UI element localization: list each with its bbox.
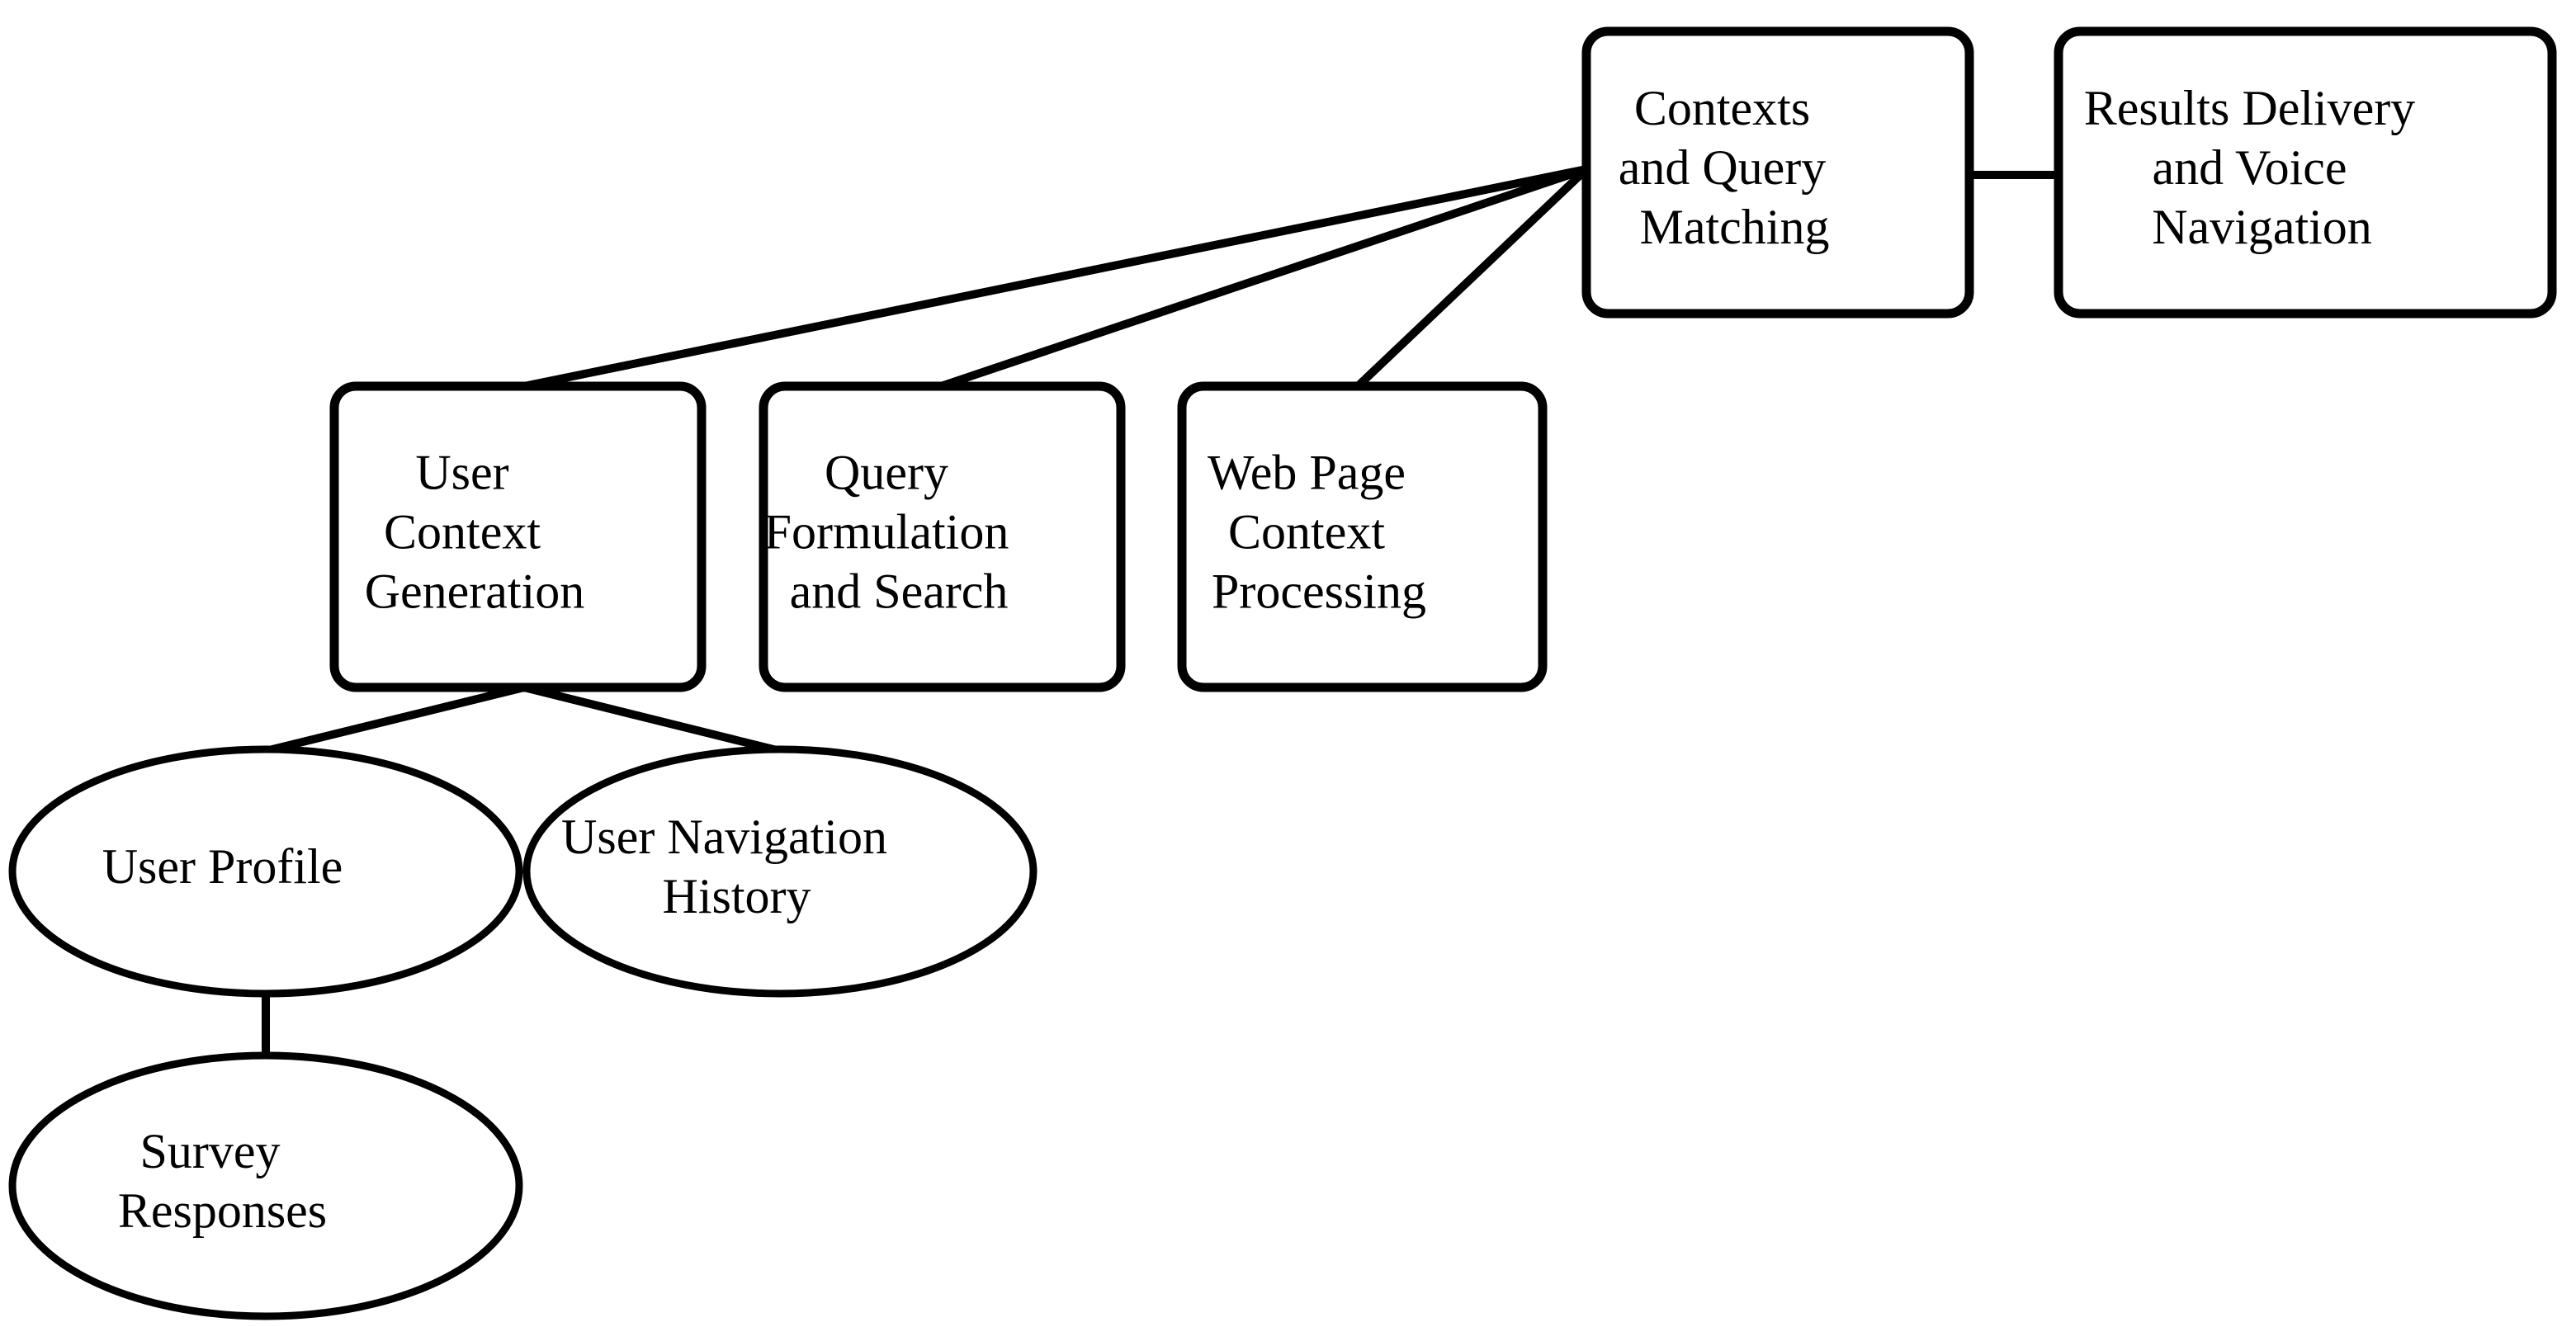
query-formulation-and-search-box[interactable]: [759, 381, 1126, 692]
label-line: History: [663, 869, 811, 923]
label-line: User Profile: [102, 839, 343, 894]
label-line: Contexts: [1634, 81, 1810, 135]
edge-query-formulation-to-contexts: [939, 165, 1588, 390]
node-results-delivery-and-voice-navigation[interactable]: Results Delivery and Voice Navigation: [0, 0, 2557, 319]
label-line: Matching: [1640, 200, 1830, 254]
edge-user-context-generation-to-user-profile: [264, 683, 526, 755]
node-user-profile[interactable]: User Profile: [0, 0, 523, 998]
edge-user-context-generation-to-contexts: [522, 165, 1588, 390]
contexts-and-query-matching-box[interactable]: [1581, 26, 1974, 319]
user-navigation-history-ellipse[interactable]: [522, 745, 1037, 998]
label-line: Web Page: [1208, 445, 1406, 499]
label-line: Formulation: [764, 504, 1009, 559]
label-line: User Navigation: [561, 810, 887, 864]
label-line: Responses: [118, 1183, 327, 1238]
results-delivery-and-voice-navigation-label: Results Delivery and Voice Navigation: [0, 0, 2526, 254]
label-line: and Query: [1619, 140, 1827, 195]
label-line: Navigation: [2152, 200, 2372, 254]
edge-layer: [262, 165, 2058, 1055]
user-profile-ellipse[interactable]: [8, 745, 523, 998]
node-survey-responses[interactable]: Survey Responses: [0, 0, 523, 1320]
label-line: Context: [384, 504, 541, 559]
node-contexts-and-query-matching[interactable]: Contexts and Query Matching: [0, 0, 1974, 319]
label-line: Context: [1228, 504, 1385, 559]
contexts-and-query-matching-label: Contexts and Query Matching: [0, 0, 1937, 254]
label-line: Survey: [140, 1124, 281, 1178]
edge-web-page-context-to-contexts: [1354, 166, 1590, 390]
label-line: and Voice: [2152, 140, 2347, 195]
node-user-navigation-history[interactable]: User Navigation History: [0, 0, 1037, 998]
user-context-generation-label: User Context Generation: [0, 0, 671, 618]
label-line: Query: [825, 445, 948, 499]
web-page-context-processing-label: Web Page Context Processing: [0, 0, 1517, 618]
edge-user-context-generation-to-user-navigation-history: [522, 683, 782, 755]
label-line: User: [415, 445, 508, 499]
results-delivery-and-voice-navigation-box[interactable]: [2054, 26, 2557, 319]
web-page-context-processing-box[interactable]: [1177, 381, 1548, 692]
survey-responses-ellipse[interactable]: [8, 1051, 523, 1320]
node-user-context-generation[interactable]: User Context Generation: [0, 0, 707, 692]
label-line: Processing: [1212, 564, 1426, 618]
user-context-generation-box[interactable]: [329, 381, 707, 692]
node-query-formulation-and-search[interactable]: Query Formulation and Search: [0, 0, 1126, 692]
query-formulation-and-search-label: Query Formulation and Search: [0, 0, 1120, 618]
survey-responses-label: Survey Responses: [0, 0, 414, 1238]
label-line: and Search: [790, 564, 1009, 618]
user-profile-label: User Profile: [0, 0, 429, 894]
label-line: Results Delivery: [2084, 81, 2416, 135]
user-navigation-history-label: User Navigation History: [0, 0, 999, 923]
label-line: Generation: [365, 564, 585, 618]
node-web-page-context-processing[interactable]: Web Page Context Processing: [0, 0, 1548, 692]
